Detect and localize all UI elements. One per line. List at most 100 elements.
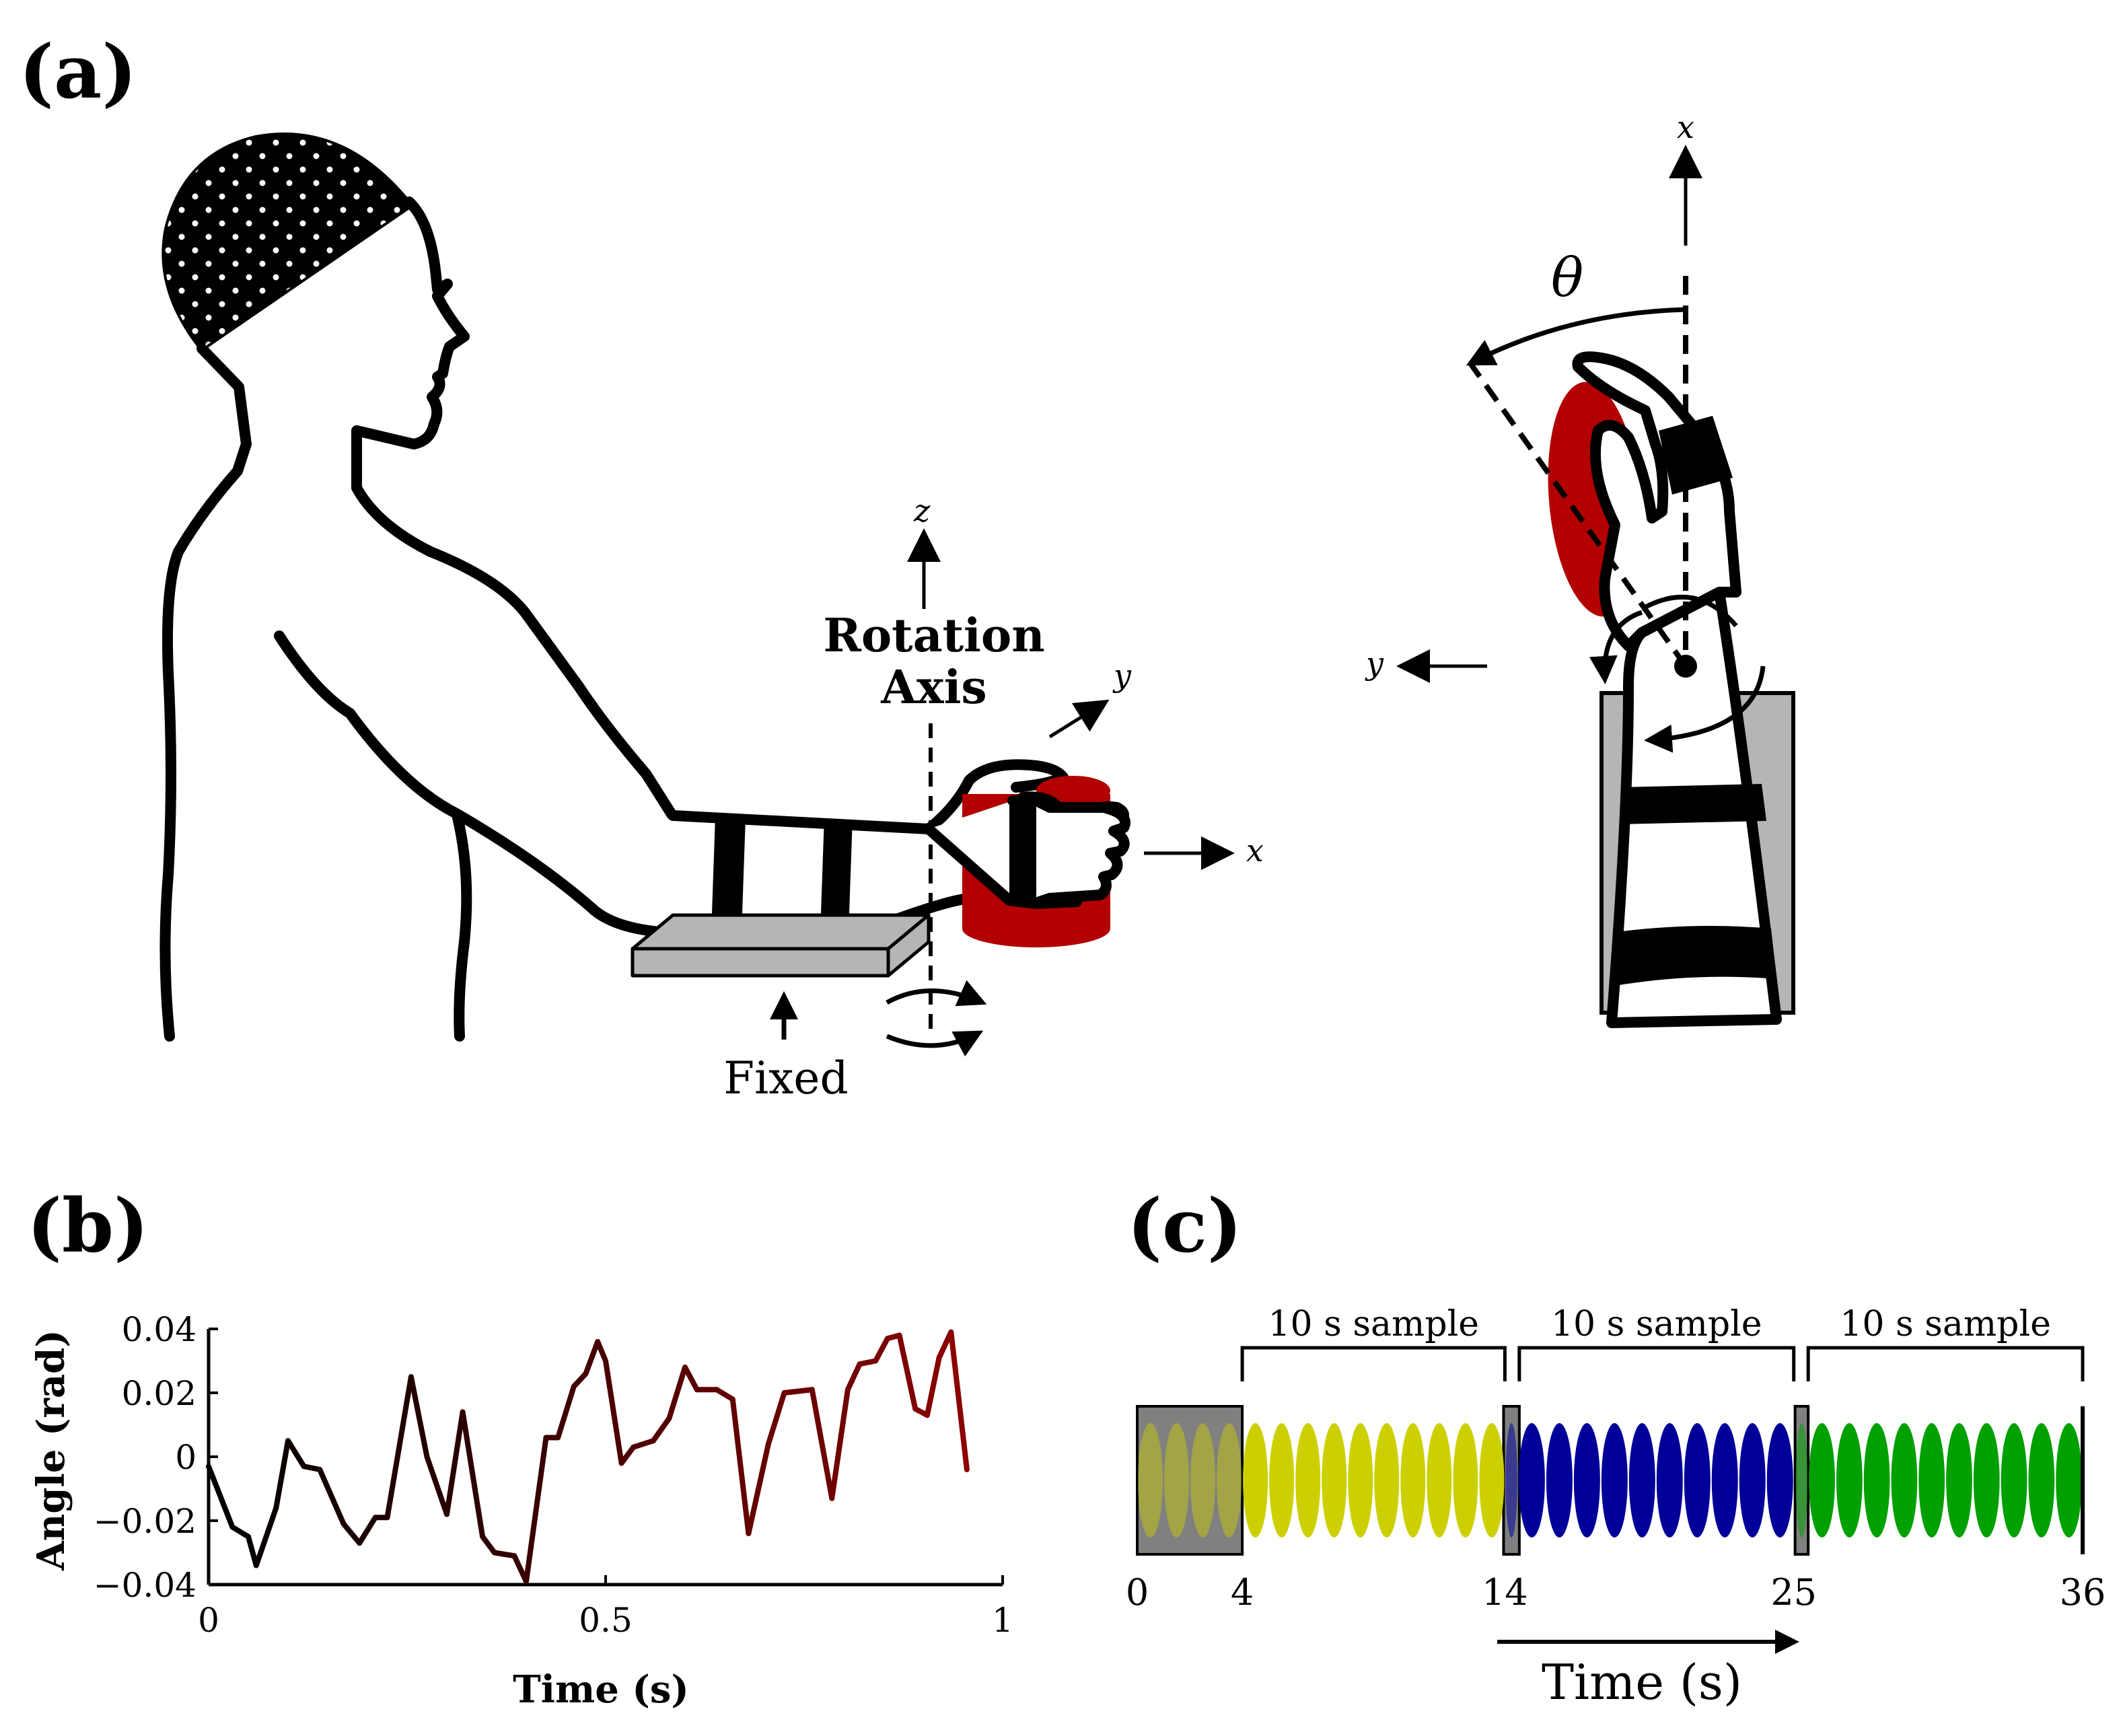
top-view-rotation-arc-top (1641, 595, 1738, 628)
chart-line-segment (618, 1444, 637, 1466)
oscillation-lobe-sample-1 (1427, 1423, 1452, 1538)
oscillation-lobe-warmup (1217, 1423, 1242, 1538)
oscillation-lobe-sample-3 (2001, 1423, 2027, 1538)
oscillation-lobe-sample-3 (2028, 1423, 2055, 1538)
chart-x-axis-label: Time (s) (513, 1667, 689, 1712)
chart-line-segment (524, 1435, 549, 1585)
chart-y-tick-label: −0.04 (94, 1566, 196, 1605)
oscillation-lobe-transition (1505, 1423, 1517, 1538)
chart-line-segment (844, 1361, 863, 1393)
chart-series-line (206, 1329, 970, 1585)
chart-line-segment (595, 1339, 608, 1364)
hand-knuckles (1007, 795, 1130, 907)
chart-line-segment (924, 1354, 942, 1418)
chart-line-segment (765, 1390, 787, 1447)
sample-bracket (1517, 1346, 1796, 1381)
top-view-x-axis-label: x (1677, 109, 1694, 145)
timeline-tick-label: 25 (1770, 1571, 1817, 1614)
oscillation-lobe-transition (1795, 1423, 1808, 1538)
chart-line-segment (444, 1409, 466, 1517)
oscillation-lobe-sample-1 (1374, 1423, 1400, 1538)
top-view-theta-arc (1466, 307, 1686, 366)
oscillation-lobe-sample-1 (1295, 1423, 1321, 1538)
chart-line-segment (682, 1365, 700, 1393)
chart-line-segment (555, 1383, 577, 1441)
timeline-tick-label: 0 (1126, 1571, 1149, 1614)
chart-line-segment (246, 1533, 259, 1568)
fixed-plate-top (631, 913, 931, 951)
oscillation-lobe-sample-2 (1711, 1423, 1738, 1538)
oscillation-lobe-sample-2 (1601, 1423, 1628, 1538)
chart-line-segment (460, 1409, 486, 1540)
wrist-band (1009, 804, 1036, 905)
top-view-angle-dashed (1468, 361, 1688, 668)
oscillation-lobe-sample-3 (1918, 1423, 1945, 1538)
chart-line-segment (873, 1336, 890, 1364)
chart-line-segment (285, 1438, 307, 1470)
chart-line-segment (603, 1358, 624, 1466)
fixed-label: Fixed (723, 1052, 848, 1104)
oscillation-lobe-sample-3 (1863, 1423, 1890, 1538)
chart-line-segment (229, 1524, 251, 1540)
oscillation-lobe-sample-2 (1628, 1423, 1655, 1538)
chart-x-tick-label: 0.5 (579, 1601, 633, 1640)
chart-line-segment (714, 1387, 735, 1402)
top-view-pivot (1674, 655, 1697, 678)
chart-line-segment (583, 1339, 601, 1377)
oscillation-lobe-sample-2 (1739, 1423, 1766, 1538)
y-axis-arrow (1048, 699, 1110, 739)
x-axis-label: x (1246, 832, 1264, 869)
panel-b-label: (b) (27, 1182, 149, 1269)
rest-box-initial (1136, 1405, 1244, 1556)
chart-y-axis-label: Angle (rad) (29, 1330, 73, 1571)
chart-line-segment (301, 1463, 323, 1472)
person-torso-front (452, 812, 472, 1042)
oscillation-lobe-sample-2 (1546, 1423, 1573, 1538)
z-axis-label: z (913, 493, 931, 529)
chart-line-segment (829, 1387, 851, 1501)
timeline-x-axis-label: Time (s) (1542, 1654, 1742, 1710)
forearm-band-2 (820, 826, 853, 927)
chart-line-segment (408, 1374, 430, 1459)
chart-line-segment (948, 1329, 970, 1472)
chart-line-segment (896, 1332, 919, 1412)
rotation-axis-label-line1: Rotation (823, 609, 1044, 663)
top-view-hand (1572, 351, 1741, 651)
chart-line-segment (317, 1467, 347, 1527)
top-view-wrist-band (1659, 416, 1733, 495)
sample-label: 10 s sample (1840, 1304, 2051, 1344)
chart-line-segment (781, 1387, 815, 1396)
oscillation-lobe-warmup (1164, 1423, 1190, 1538)
chart-line-segment (666, 1365, 688, 1421)
eeg-cap-electrodes (164, 135, 410, 349)
rotation-axis-label-line2: Axis (880, 661, 986, 715)
chart-line-segment (340, 1521, 363, 1546)
chart-line-segment (729, 1396, 752, 1536)
sample-label: 10 s sample (1268, 1304, 1479, 1344)
red-cylinder-bottom (962, 910, 1110, 947)
chart-line-segment (480, 1533, 497, 1556)
chart-line-segment (384, 1374, 414, 1521)
chart-line-segment (491, 1550, 517, 1559)
person-back-outline (159, 343, 252, 1042)
chart-y-tick-label: −0.02 (94, 1502, 196, 1541)
oscillation-lobe-warmup (1190, 1423, 1216, 1538)
timeline-tick-label: 14 (1482, 1571, 1528, 1614)
chart-line-segment (631, 1438, 656, 1450)
chart-line-segment (746, 1441, 771, 1536)
oscillation-lobe-sample-2 (1684, 1423, 1711, 1538)
panel-c-label: (c) (1127, 1182, 1242, 1269)
chart-line-segment (206, 1463, 236, 1530)
forearm-band-1 (711, 819, 746, 931)
top-view-band-2 (1615, 926, 1776, 986)
sample-label: 10 s sample (1551, 1304, 1762, 1344)
top-view-rotation-arrow-bottom (1644, 665, 1766, 753)
chart-line-segment (809, 1387, 835, 1501)
panel-a: (a) (19, 28, 1795, 1104)
chart-x-tick-label: 0 (198, 1601, 219, 1640)
